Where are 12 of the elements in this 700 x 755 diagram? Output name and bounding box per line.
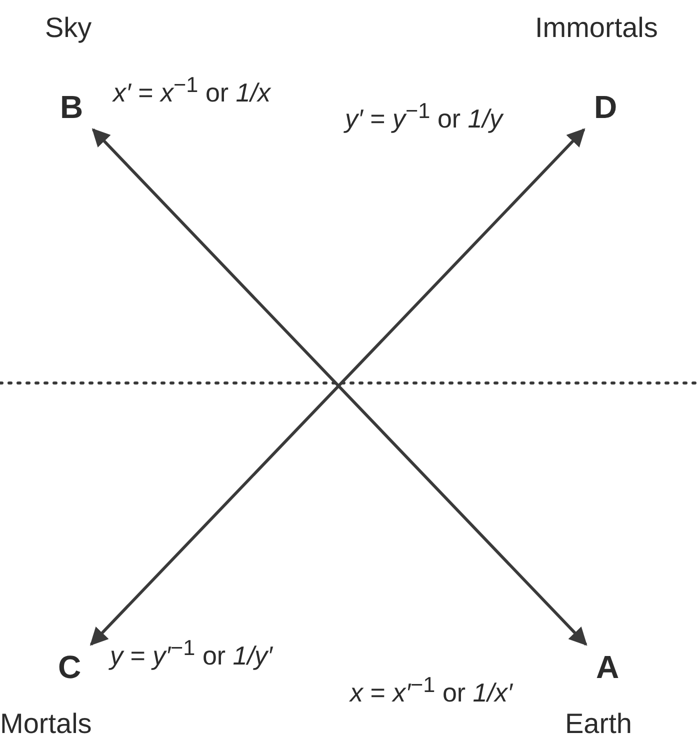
region-label: Immortals xyxy=(535,12,658,44)
region-label: Sky xyxy=(45,12,92,44)
region-label: Earth xyxy=(565,708,632,740)
formula-label: x′ = x$^{−1}$ or 1/x xyxy=(113,71,270,108)
region-label: Mortals xyxy=(0,708,92,740)
formula-label: x = x′$^{−1}$ or 1/x′ xyxy=(350,671,512,708)
formula-label: y = y′$^{−1}$ or 1/y′ xyxy=(110,634,272,671)
formula-label: y′ = y$^{−1}$ or 1/y xyxy=(345,97,502,134)
node-letter: B xyxy=(58,90,86,124)
node-letter: A xyxy=(594,650,622,684)
node-letter: C xyxy=(56,650,84,684)
node-letter: D xyxy=(592,90,620,124)
